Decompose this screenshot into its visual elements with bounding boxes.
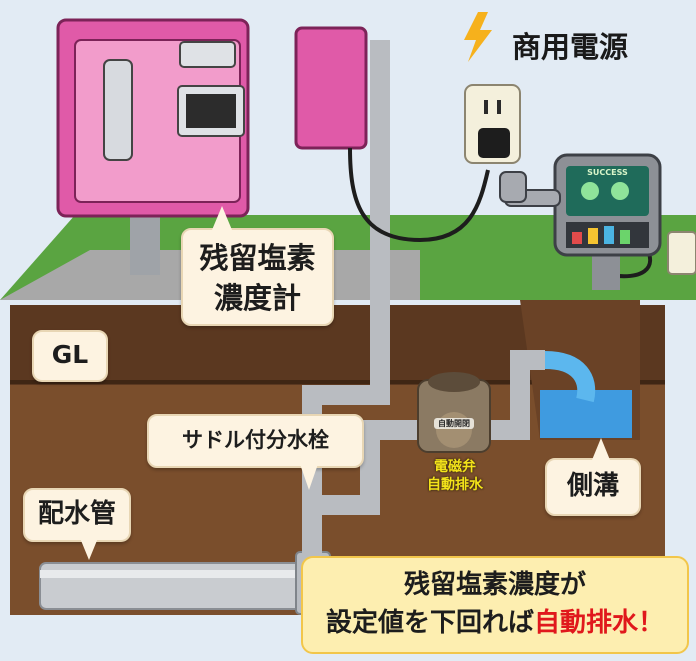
gl-label-box: GL (32, 330, 108, 382)
junction-box (294, 26, 368, 150)
pipe-label: 配水管 (37, 499, 116, 529)
valve-label-line2: 自動排水 (427, 477, 483, 493)
hydrant-callout-tail (300, 464, 318, 490)
thumbs-up-icon (499, 171, 527, 203)
meter-label-line2: 濃度計 (213, 281, 301, 315)
summary-line1: 残留塩素濃度が (403, 570, 586, 600)
robot-screen (566, 166, 649, 216)
robot-screen-text: SUCCESS (587, 168, 628, 177)
drain-pipe (490, 350, 545, 440)
power-cable (348, 147, 490, 243)
valve-label: 電磁弁 自動排水 (407, 458, 503, 494)
water-stream (544, 351, 596, 403)
power-plug (478, 128, 510, 158)
branch-pipe (302, 420, 430, 520)
hydrant-callout: サドル付分水栓 (147, 414, 364, 468)
valve-label-line1: 電磁弁 (434, 459, 476, 475)
ditch-label: 側溝 (566, 471, 619, 501)
summary-line2-highlight: 自動排水！ (534, 608, 665, 638)
summary-box: 残留塩素濃度が 設定値を下回れば自動排水！ (301, 556, 689, 654)
summary-line2: 設定値を下回れば自動排水！ (303, 604, 687, 642)
hydrant-label: サドル付分水栓 (182, 428, 329, 452)
valve-tag: 自動開閉 (434, 418, 474, 429)
sensor-probe (103, 59, 133, 161)
pipe-callout-tail (80, 538, 98, 560)
pipe-callout: 配水管 (23, 488, 131, 542)
summary-line2-prefix: 設定値を下回れば (325, 608, 534, 638)
ditch-callout-tail (592, 438, 610, 460)
meter-callout: 残留塩素 濃度計 (181, 228, 334, 326)
side-outlet (667, 231, 696, 275)
gl-label: GL (51, 340, 89, 369)
distribution-pipe (39, 562, 303, 610)
lightning-bolt-icon (464, 12, 492, 62)
meter-callout-tail (212, 206, 232, 230)
power-source-label: 商用電源 (512, 30, 629, 64)
meter-label-line1: 残留塩素 (199, 241, 316, 275)
meter-display (179, 41, 236, 68)
ditch-callout: 側溝 (545, 458, 641, 516)
